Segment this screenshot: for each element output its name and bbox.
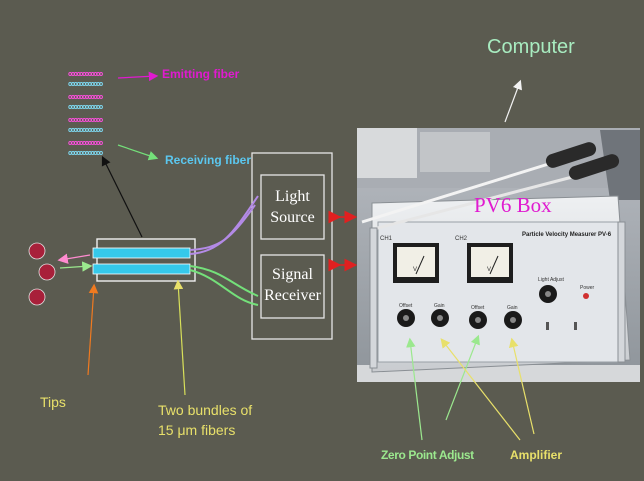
power-label: Power (580, 285, 595, 291)
signal-receiver-label: Signal Receiver (261, 264, 324, 306)
bundles-line-2: 15 μm fibers (158, 422, 236, 438)
receiving-fiber-label: Receiving fiber (165, 153, 252, 167)
fiber-row: oooooooooooo (68, 102, 103, 111)
knob-label-gain-2: Gain (507, 305, 518, 311)
light-source-line-2: Source (270, 209, 315, 226)
computer-label: Computer (487, 36, 575, 58)
amplifier-label: Amplifier (510, 448, 563, 462)
bundles-line-1: Two bundles of (158, 402, 253, 418)
channel-1-label: CH1 (380, 236, 393, 242)
knob-label-offset-1: Offset (399, 303, 413, 309)
knob-label-offset-2: Offset (471, 305, 485, 311)
signal-receiver-line-1: Signal (272, 266, 313, 283)
tips-label: Tips (40, 394, 66, 410)
bundles-label: Two bundles of 15 μm fibers (158, 400, 252, 440)
fiber-row: oooooooooooo (68, 116, 103, 124)
instrument-title: Particle Velocity Measurer PV-6 (522, 232, 612, 238)
fiber-row: oooooooooooo (68, 70, 103, 78)
meter-2-unit: V (487, 267, 492, 273)
light-source-line-1: Light (275, 188, 310, 205)
channel-2-label: CH2 (455, 236, 468, 242)
knob-label-gain-1: Gain (434, 303, 445, 309)
pv6-box-label: PV6 Box (474, 193, 552, 217)
fiber-row: oooooooooooo (68, 148, 103, 157)
fiber-row: oooooooooooo (68, 79, 103, 88)
meter-1-unit: V (413, 267, 418, 273)
fiber-pattern: oooooooooooo oooooooooooo oooooooooooo o… (68, 70, 122, 158)
signal-receiver-line-2: Receiver (264, 287, 321, 304)
fiber-row: oooooooooooo (68, 139, 103, 147)
light-adjust-label: Light Adjust (538, 277, 564, 283)
pv6-photo (357, 128, 640, 382)
zero-point-adjust-label: Zero Point Adjust (381, 448, 474, 462)
fiber-row: oooooooooooo (68, 125, 103, 134)
light-source-label: Light Source (261, 186, 324, 228)
emitting-fiber-label: Emitting fiber (162, 67, 240, 81)
fiber-row: oooooooooooo (68, 93, 103, 101)
